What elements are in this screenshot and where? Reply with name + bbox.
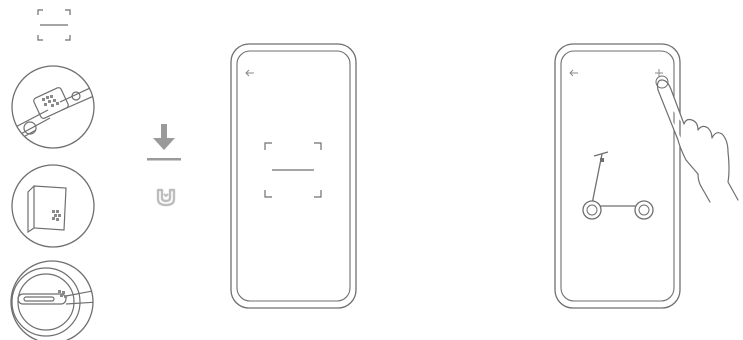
rear-wheel-qr-icon <box>6 256 98 340</box>
manual-qr-icon <box>8 162 98 250</box>
scan-frame-icon <box>262 140 324 200</box>
download-arrow-icon <box>143 120 185 164</box>
back-arrow-icon <box>568 68 580 78</box>
scan-frame-icon <box>34 6 74 44</box>
mi-home-app-icon <box>154 184 178 208</box>
back-arrow-icon <box>244 68 256 78</box>
pointing-hand-icon <box>650 70 743 204</box>
handlebar-qr-icon <box>8 62 98 152</box>
scooter-image <box>578 148 658 222</box>
